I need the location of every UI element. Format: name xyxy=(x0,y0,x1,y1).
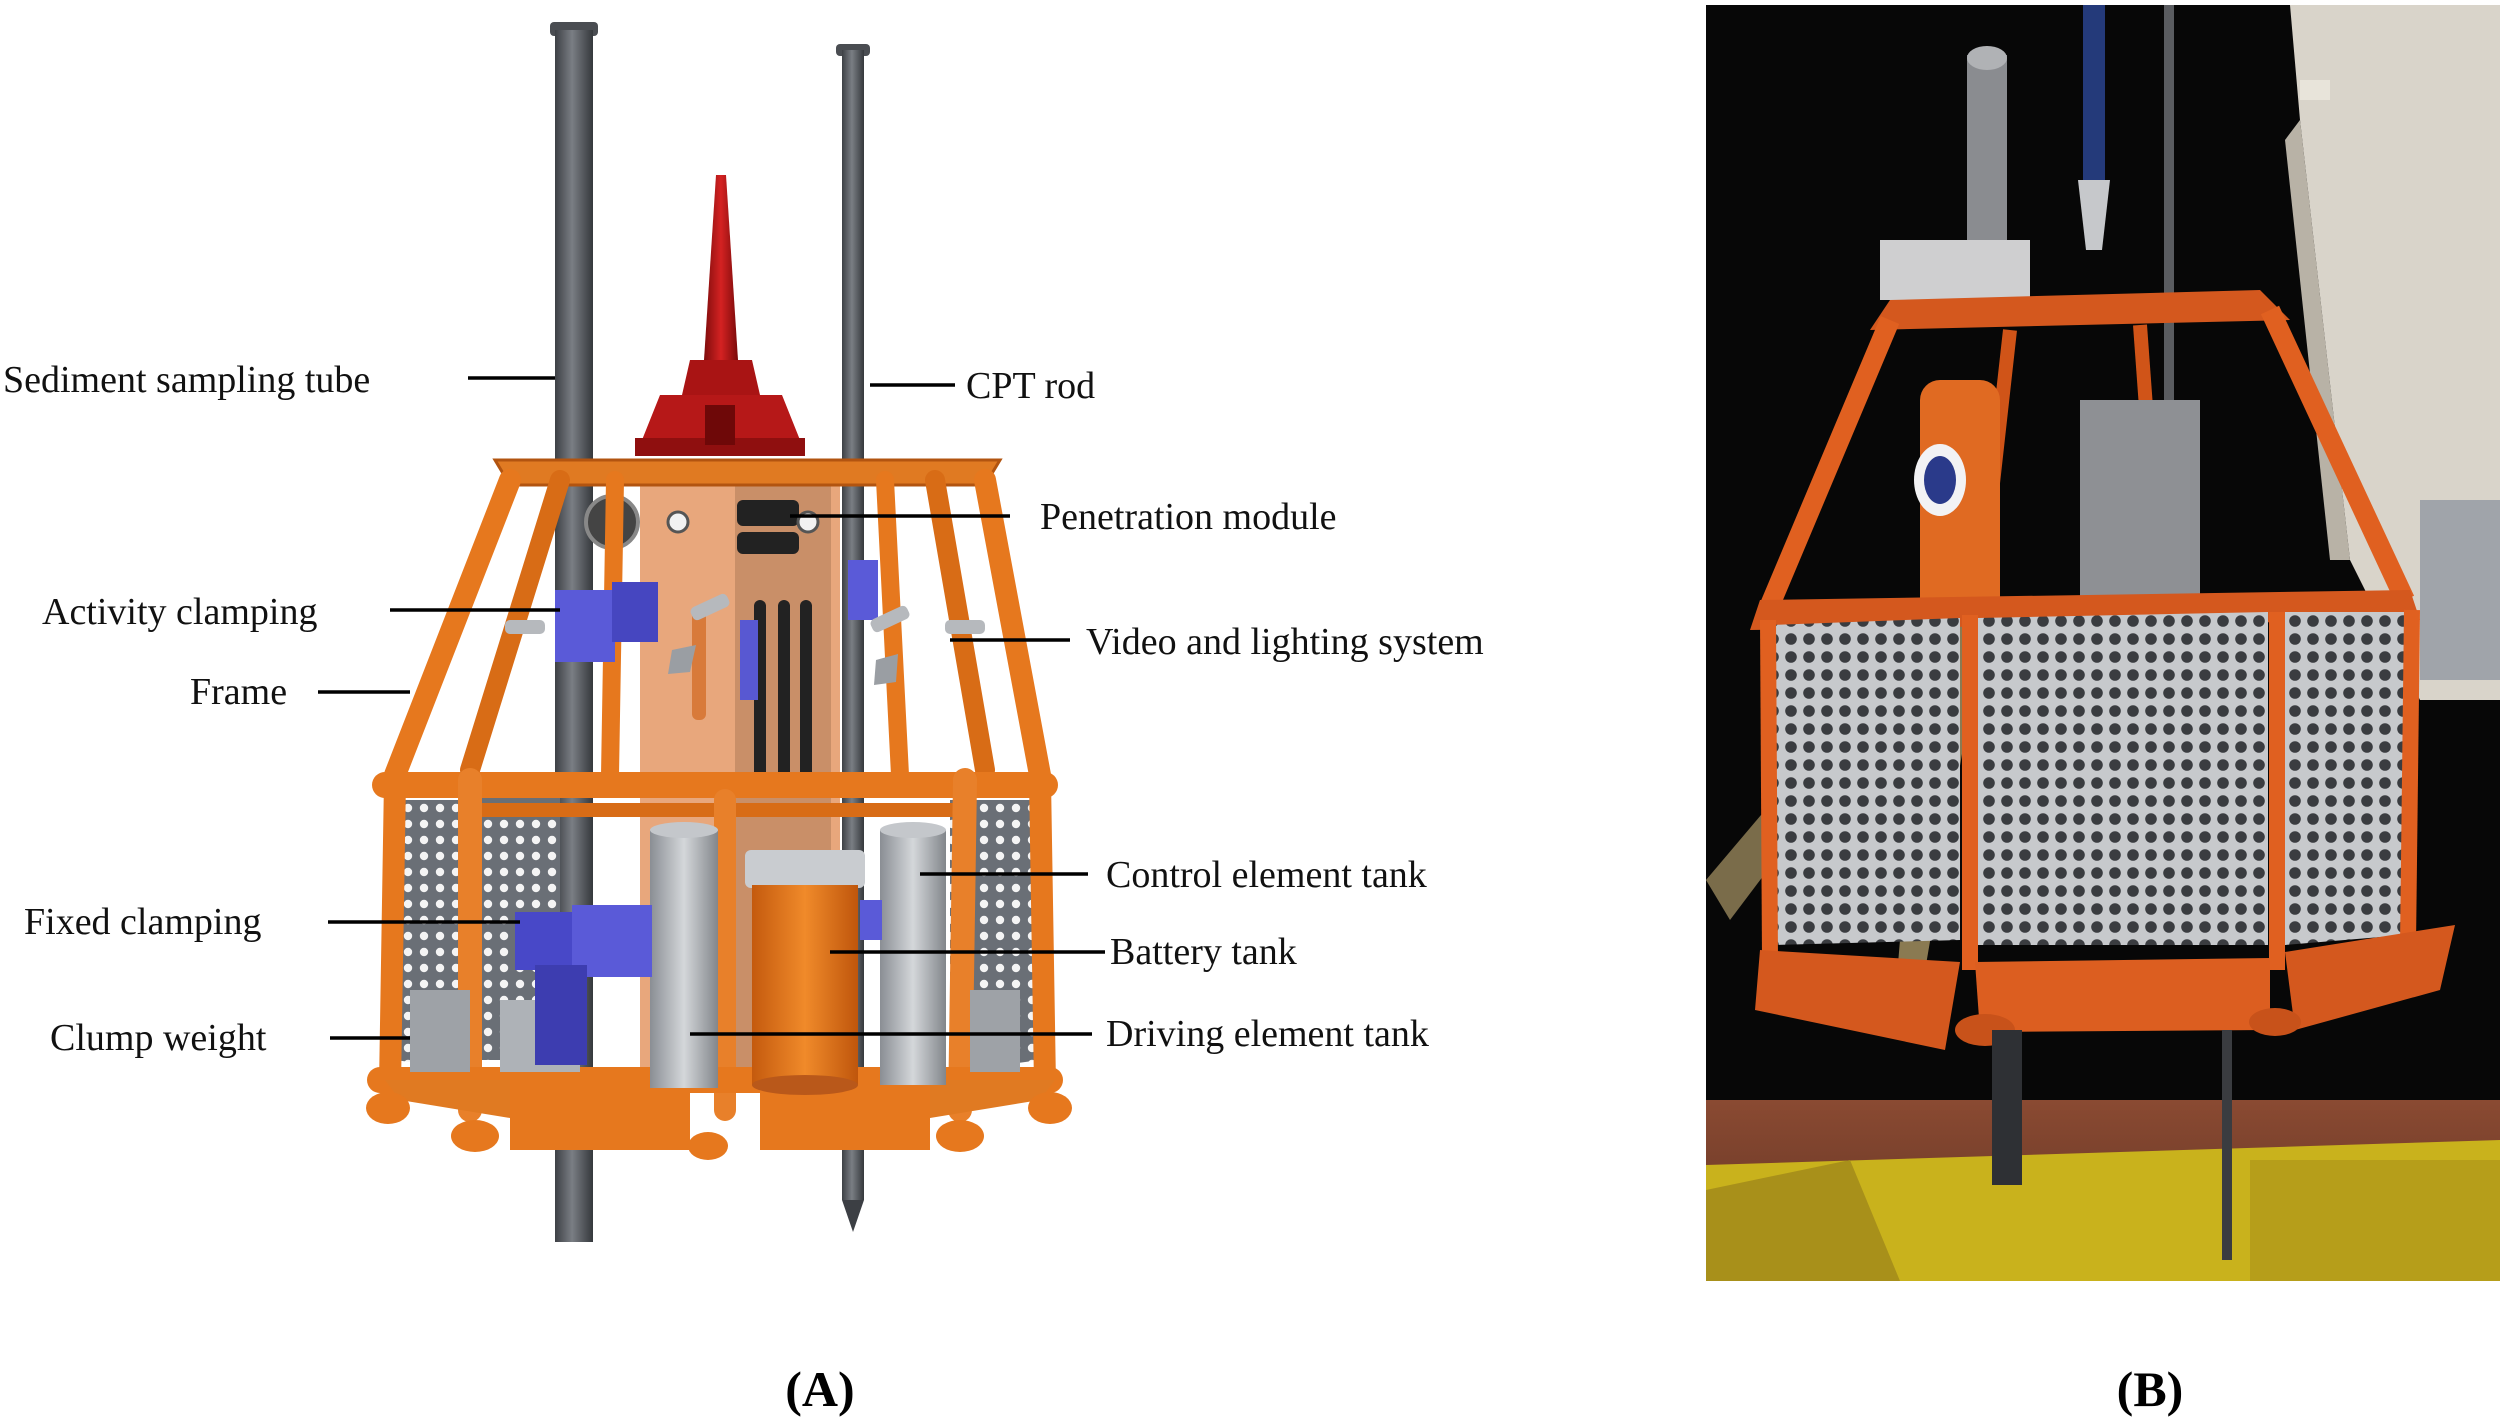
label-driving-element-tank: Driving element tank xyxy=(1106,1013,1429,1055)
label-penetration-module: Penetration module xyxy=(1040,496,1337,538)
activity-clamping-model xyxy=(555,560,878,700)
base-plates xyxy=(366,1080,1072,1160)
ship-deck xyxy=(1706,1100,2500,1281)
ship-structure xyxy=(2285,5,2500,700)
caption-a: (A) xyxy=(785,1361,854,1417)
photo-rods xyxy=(1880,5,2174,435)
label-video-lighting-system: Video and lighting system xyxy=(1086,621,1484,663)
video-lighting-model xyxy=(505,593,985,685)
photo-frame xyxy=(1750,290,2455,1260)
label-activity-clamping: Activity clamping xyxy=(42,591,317,633)
panel-a-model: Sediment sampling tube CPT rod Penetrati… xyxy=(3,22,1484,1417)
label-battery-tank: Battery tank xyxy=(1110,931,1297,973)
tanks-model xyxy=(650,822,946,1095)
panel-b-photo: (B) xyxy=(1706,5,2500,1417)
label-fixed-clamping: Fixed clamping xyxy=(24,901,261,943)
fixed-clamping-model xyxy=(515,900,882,1065)
label-sediment-sampling-tube: Sediment sampling tube xyxy=(3,359,370,401)
label-cpt-rod: CPT rod xyxy=(966,365,1095,407)
label-frame: Frame xyxy=(190,671,287,713)
caption-b: (B) xyxy=(2117,1361,2184,1417)
top-cone xyxy=(635,175,805,456)
leader-lines xyxy=(318,376,1105,1040)
label-clump-weight: Clump weight xyxy=(50,1017,267,1059)
label-control-element-tank: Control element tank xyxy=(1106,854,1427,896)
